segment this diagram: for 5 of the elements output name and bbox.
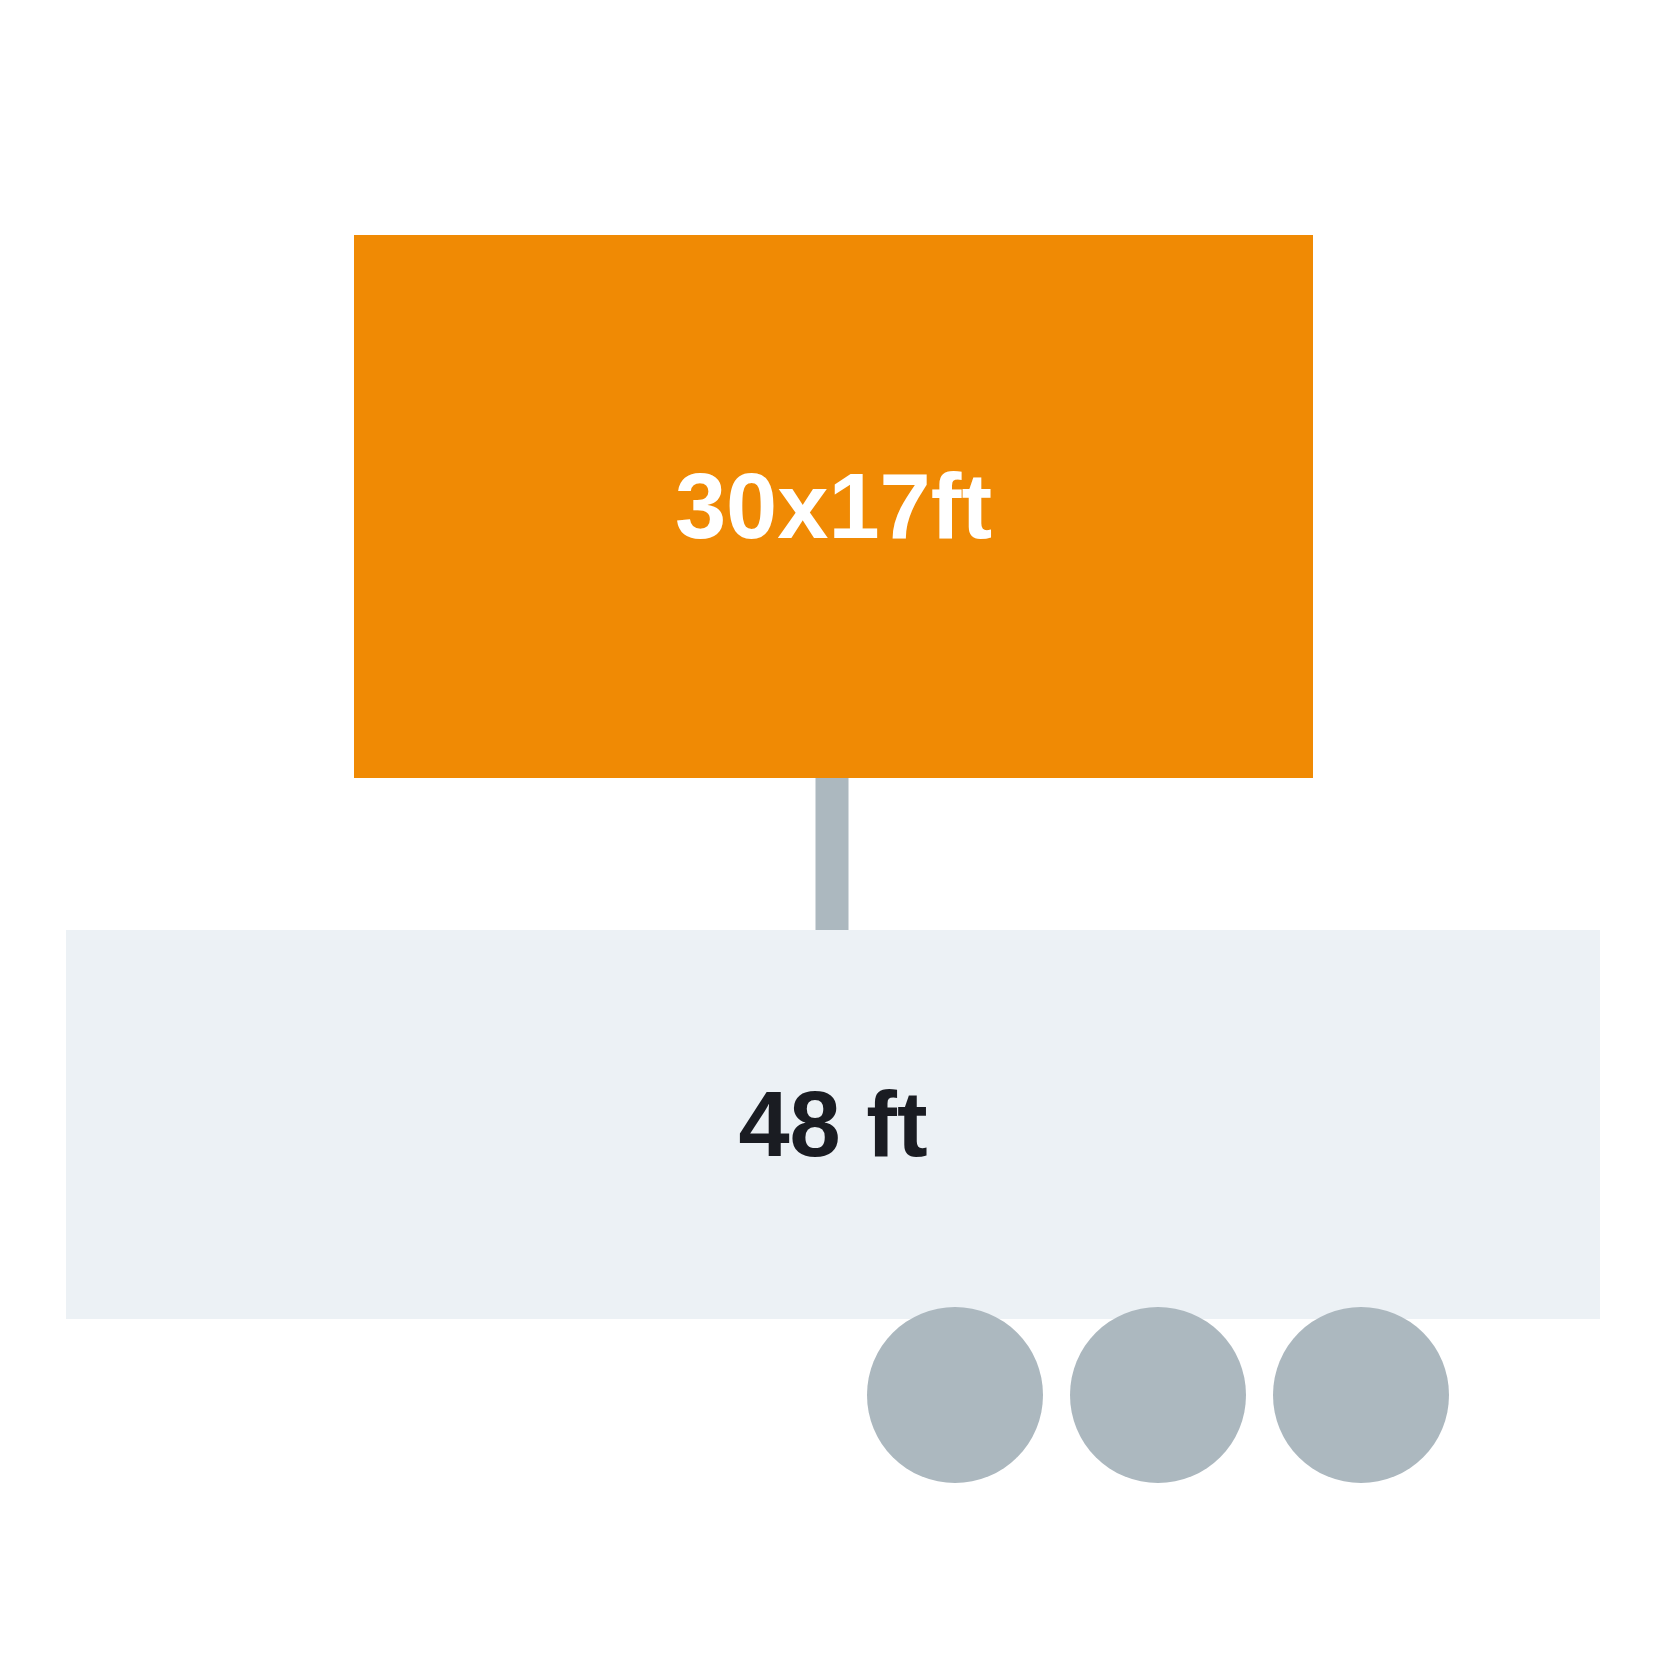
pole (815, 778, 849, 930)
size-label: 30x17ft (674, 454, 993, 559)
billboard-panel (354, 235, 1313, 778)
length-label: 48 ft (738, 1072, 928, 1177)
trailer-body (66, 930, 1600, 1319)
